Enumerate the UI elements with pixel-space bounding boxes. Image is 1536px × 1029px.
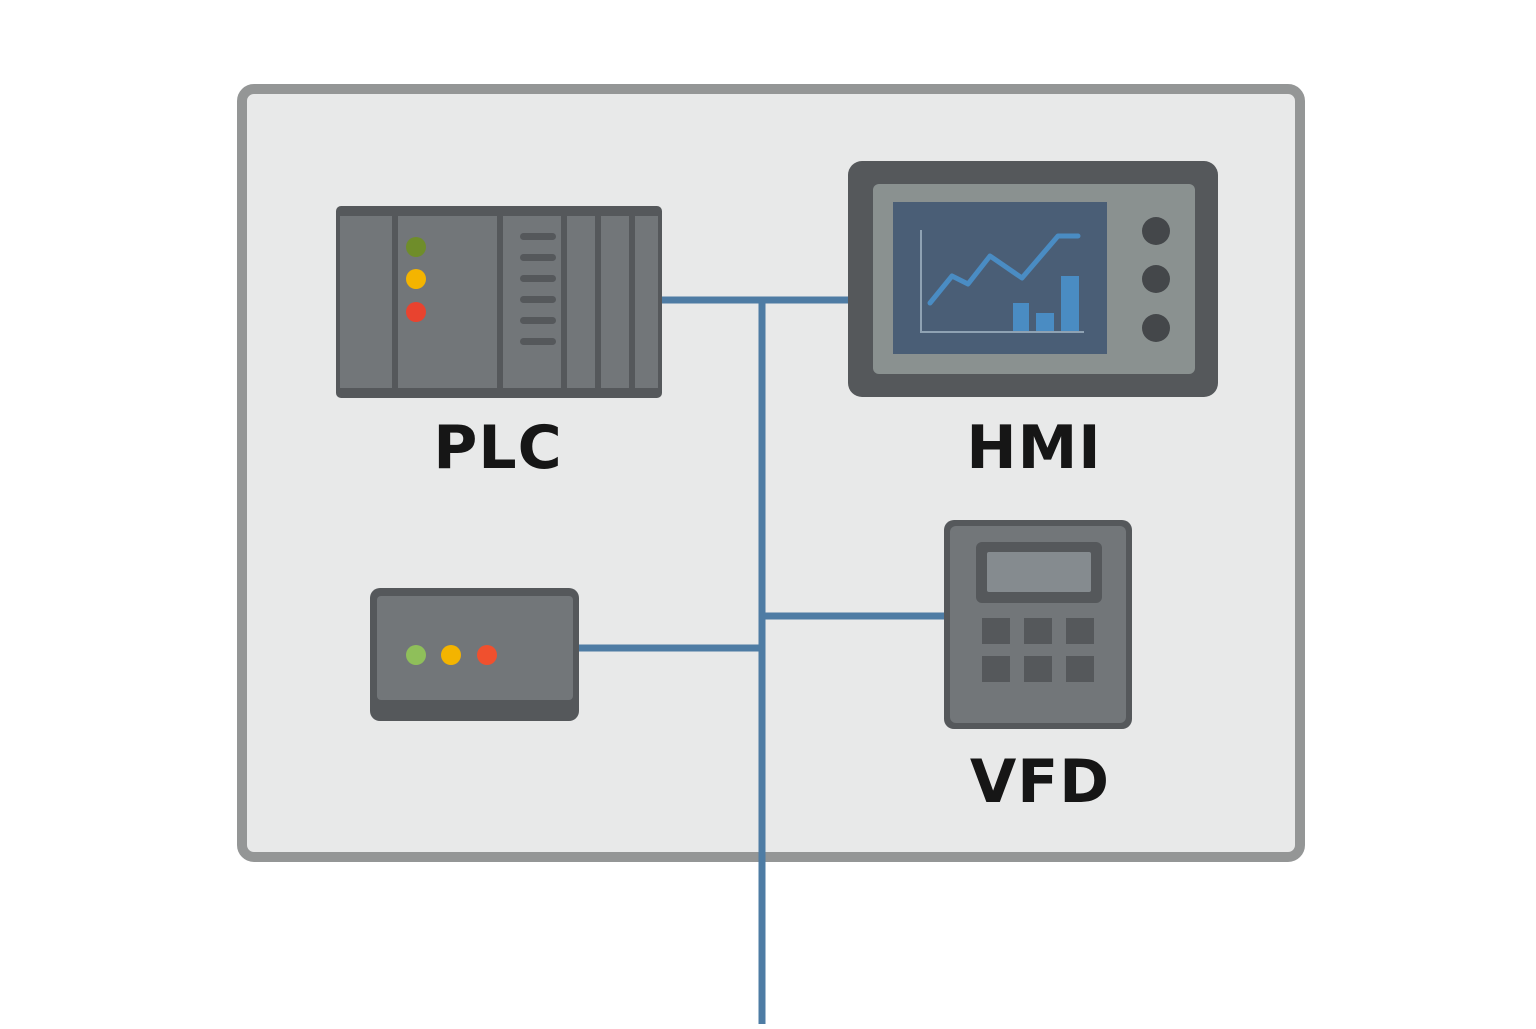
plc-rack-icon	[336, 206, 662, 398]
vfd-keypad-buttons	[982, 618, 1094, 682]
hmi-button-bottom	[1142, 314, 1170, 342]
plc-led-green	[406, 237, 426, 257]
plc-led-yellow	[406, 269, 426, 289]
io-led-yellow	[441, 645, 461, 665]
vfd-label: VFD	[969, 747, 1111, 817]
hmi-button-top	[1142, 217, 1170, 245]
vfd-keypad-icon	[944, 520, 1132, 729]
io-led-red	[477, 645, 497, 665]
io-led-green	[406, 645, 426, 665]
network-bus	[578, 296, 944, 1024]
hmi-chart-icon	[920, 230, 1084, 333]
hmi-label: HMI	[966, 413, 1102, 483]
hmi-button-middle	[1142, 265, 1170, 293]
plc-io-slots	[520, 233, 556, 345]
vfd-display	[987, 552, 1091, 592]
hmi-touchscreen-icon	[848, 161, 1218, 397]
plc-led-red	[406, 302, 426, 322]
io-module-icon	[370, 588, 579, 721]
plc-label: PLC	[433, 413, 563, 483]
